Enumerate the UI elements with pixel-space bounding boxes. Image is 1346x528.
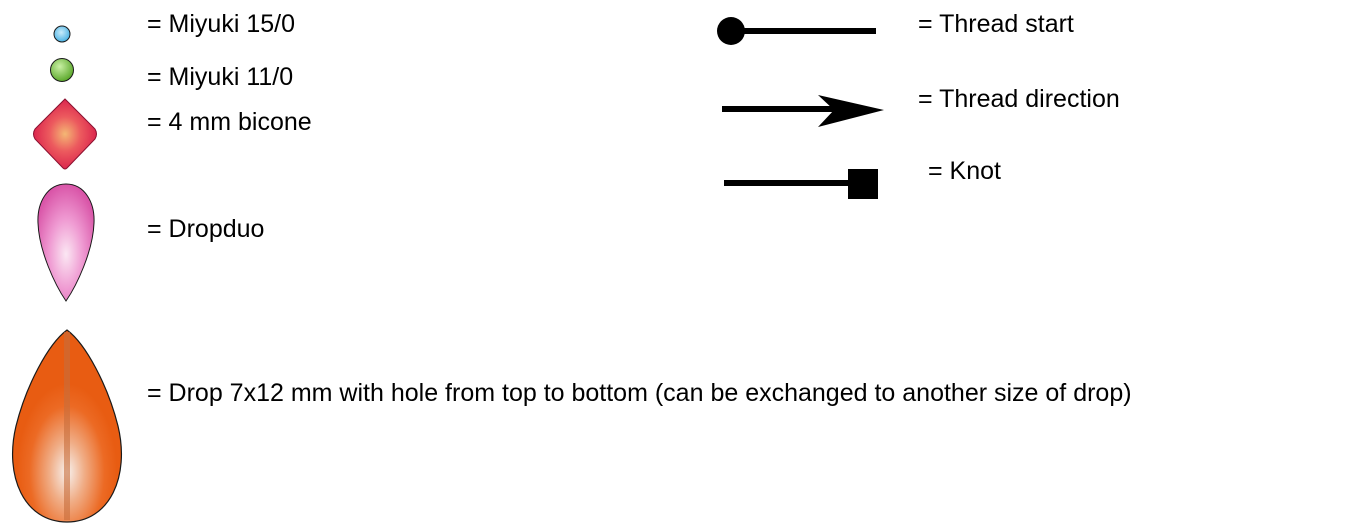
thread-start-label: = Thread start xyxy=(918,10,1074,38)
dropduo-label: = Dropduo xyxy=(147,215,265,243)
thread-direction-icon xyxy=(722,95,884,127)
miyuki-11-0-bead-icon xyxy=(50,58,74,82)
knot-icon xyxy=(724,169,878,199)
miyuki-15-0-label: = Miyuki 15/0 xyxy=(147,10,295,38)
bicone-4mm-label: = 4 mm bicone xyxy=(147,108,312,136)
thread-direction-label: = Thread direction xyxy=(918,85,1120,113)
miyuki-11-0-label: = Miyuki 11/0 xyxy=(147,63,294,91)
knot-label: = Knot xyxy=(928,157,1001,185)
drop-7x12-bead-icon xyxy=(12,329,122,523)
miyuki-15-0-bead-icon xyxy=(53,25,71,43)
bicone-4mm-bead-icon xyxy=(33,98,97,170)
dropduo-bead-icon xyxy=(37,183,95,302)
drop-7x12-label: = Drop 7x12 mm with hole from top to bot… xyxy=(147,379,1132,407)
thread-start-icon xyxy=(717,17,876,45)
